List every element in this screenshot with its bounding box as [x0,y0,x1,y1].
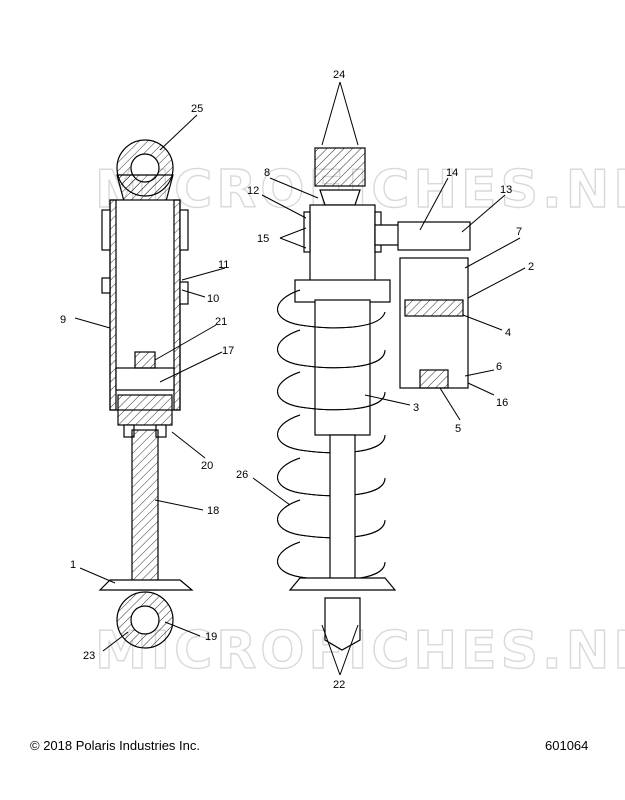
right-shaft [329,434,356,581]
callout-17: 17 [222,345,234,357]
clip-left-mid [101,277,111,294]
callout-22: 22 [333,679,345,691]
callout-7: 7 [516,226,522,238]
bottom-eyelet-bore [130,605,160,635]
callout-3: 3 [413,402,419,414]
coil-spring-fill [277,289,386,581]
callout-26: 26 [236,469,248,481]
reservoir-piston [404,299,464,317]
seal-head [117,394,173,426]
callout-19: 19 [205,631,217,643]
callout-1: 1 [70,559,76,571]
callout-24: 24 [333,69,345,81]
top-cap [319,189,361,206]
clip-right-top [179,209,189,251]
lower-spring-retainer [288,577,397,591]
callout-18: 18 [207,505,219,517]
shaft [131,429,159,591]
body-wall-right [173,199,181,411]
callout-23: 23 [83,650,95,662]
callout-9: 9 [60,314,66,326]
bottom-mount [324,597,361,651]
diagram-part-number: 601064 [545,738,589,753]
callout-15: 15 [257,233,269,245]
callout-2: 2 [528,261,534,273]
callout-21: 21 [215,316,227,328]
callout-11: 11 [218,259,229,271]
spring-retainer-bottom [98,579,194,591]
adjuster-housing [397,221,471,251]
top-mount [314,147,366,187]
seal-left [303,211,311,253]
piston-nut [134,351,156,369]
callout-20: 20 [201,460,213,472]
callout-6: 6 [496,361,502,373]
callout-8: 8 [264,167,270,179]
body-wall-left [109,199,117,411]
callout-13: 13 [500,184,512,196]
callout-14: 14 [446,167,458,179]
leader-lines [74,81,526,676]
upper-body [309,204,376,291]
copyright-text: © 2018 Polaris Industries Inc. [30,738,200,753]
callout-5: 5 [455,423,461,435]
reservoir [399,257,469,389]
callout-25: 25 [191,103,203,115]
callout-labels: 24 25 8 14 12 13 7 15 11 2 10 9 21 4 17 … [60,69,534,691]
callout-4: 4 [505,327,511,339]
reservoir-cap [419,369,449,389]
callout-16: 16 [496,397,508,409]
callout-10: 10 [207,293,219,305]
right-shock-assembly [277,147,471,651]
clip-right-mid [179,281,189,305]
callout-12: 12 [247,185,259,197]
left-shock-section [98,139,194,649]
clip-left-top [101,209,111,251]
preload-collar [294,279,391,303]
